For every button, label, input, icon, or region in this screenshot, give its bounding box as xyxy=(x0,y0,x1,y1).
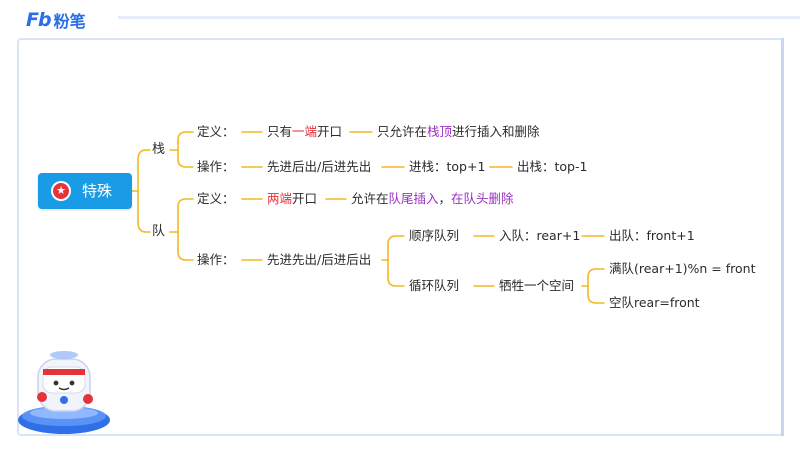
node-circ-empty: 空队rear=front xyxy=(609,295,700,310)
header-bar: Fb 粉笔 xyxy=(0,0,800,36)
highlight-one-end: 一端 xyxy=(292,124,318,139)
node-queue-op-fifo: 先进先出/后进后出 xyxy=(267,252,372,267)
connector-op-circ xyxy=(387,259,405,287)
node-circ-sacrifice: 牺牲一个空间 xyxy=(499,278,575,293)
node-circ-full: 满队(rear+1)%n = front xyxy=(609,261,756,276)
brand-name: 粉笔 xyxy=(53,12,86,31)
node-queue-def-value-2: 允许在队尾插入，在队头删除 xyxy=(351,191,514,206)
node-sequential-queue: 顺序队列 xyxy=(409,228,460,243)
root-label: 特殊 xyxy=(82,182,113,200)
highlight-rear-insert: 队尾插入 xyxy=(388,191,439,206)
connector-stack-op xyxy=(177,149,194,168)
connector-root-stack xyxy=(137,149,151,192)
connector-root-queue xyxy=(137,190,151,233)
node-stack-op-lifo: 先进后出/后进先出 xyxy=(267,159,372,174)
node-stack: 栈 xyxy=(152,142,166,157)
connector-stack-def xyxy=(177,131,194,151)
slide-frame-edge xyxy=(781,38,784,436)
header-divider xyxy=(118,16,800,19)
node-queue-definition: 定义： xyxy=(197,191,235,206)
brand-logo[interactable]: Fb 粉笔 xyxy=(26,8,86,32)
mascot-astronaut-icon xyxy=(18,351,110,434)
node-stack-def-value-2: 只允许在栈顶进行插入和删除 xyxy=(377,124,540,139)
node-queue: 队 xyxy=(152,224,166,239)
node-stack-push: 进栈：top+1 xyxy=(409,159,486,174)
node-stack-pop: 出栈：top-1 xyxy=(517,159,588,174)
slide-frame xyxy=(17,38,783,436)
connector-op-seq xyxy=(387,235,405,261)
node-seq-enqueue: 入队：rear+1 xyxy=(499,228,581,243)
node-stack-operation: 操作： xyxy=(197,159,235,174)
connector-queue-def xyxy=(177,198,194,233)
node-stack-def-value-1: 只有一端开口 xyxy=(267,124,343,139)
node-queue-operation: 操作： xyxy=(197,252,235,267)
highlight-stack-top: 栈顶 xyxy=(427,124,453,139)
connector-queue-op xyxy=(177,231,194,261)
node-circular-queue: 循环队列 xyxy=(409,278,460,293)
connector-circ-full xyxy=(587,268,605,287)
root-node[interactable]: ★ 特殊 xyxy=(38,173,132,209)
highlight-two-ends: 两端 xyxy=(267,191,293,206)
highlight-front-delete: 在队头删除 xyxy=(451,191,514,206)
connector-circ-empty xyxy=(587,285,605,304)
star-badge-icon: ★ xyxy=(51,181,71,201)
brand-mark: Fb xyxy=(26,9,52,31)
node-seq-dequeue: 出队：front+1 xyxy=(609,228,695,243)
node-queue-def-value-1: 两端开口 xyxy=(267,191,318,206)
node-stack-definition: 定义： xyxy=(197,124,235,139)
